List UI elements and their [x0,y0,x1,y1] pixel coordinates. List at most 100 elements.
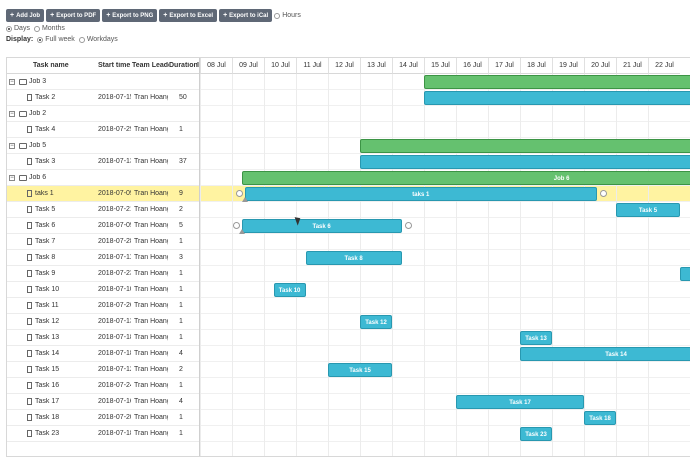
export-ical-button[interactable]: +Export to iCal [219,9,273,22]
radio-icon[interactable] [33,25,40,32]
row-name: taks 1 [35,190,54,197]
row-team-leader: Tran Hoang Anh [134,254,168,261]
scale-hours-option[interactable]: Hours [274,12,301,19]
timeline-row [200,282,690,298]
collapse-toggle-icon[interactable]: − [9,111,15,117]
collapse-toggle-icon[interactable]: − [9,175,15,181]
day-column [456,58,488,456]
project-row[interactable]: −Job 3 [7,74,199,90]
timeline-row [200,74,690,90]
display-full-week-option[interactable]: Full week [37,36,75,43]
project-bar[interactable] [424,75,690,89]
task-bar[interactable]: Task 17 [456,395,584,409]
export-pdf-button[interactable]: +Export to PDF [46,9,101,22]
task-bar[interactable]: Task 8 [305,251,402,265]
task-bar[interactable]: taks 1 [244,187,597,201]
task-bar[interactable]: Task 6 [241,219,402,233]
column-duration[interactable]: Duration [169,62,197,69]
grid-divider[interactable] [199,58,200,456]
radio-icon[interactable] [274,12,281,19]
task-bar[interactable]: Task 15 [328,363,392,377]
row-start-time: 2018-07-26 [98,302,131,309]
task-bar[interactable] [424,91,690,105]
day-column [200,58,232,456]
task-bar[interactable]: Task 10 [273,283,306,297]
row-start-time: 2018-07-11 [98,254,131,261]
column-start-time[interactable]: Start time [98,62,131,69]
column-team-leader[interactable]: Team Leader [132,62,169,69]
task-bar[interactable] [680,267,690,281]
radio-icon[interactable] [6,25,12,32]
radio-icon[interactable] [37,36,44,43]
row-name: Task 23 [35,430,60,437]
toolbar: +Add Job +Export to PDF +Export to PNG +… [6,9,305,22]
row-team-leader: Tran Hoang Anh [134,318,168,325]
task-bar[interactable]: Task 23 [520,427,552,441]
link-end-handle[interactable] [404,222,412,229]
timeline-row [200,362,690,378]
file-icon [27,430,32,437]
scale-months-option[interactable]: Months [33,25,65,32]
row-team-leader: Tran Hoang Anh [134,94,168,101]
timeline-row [200,410,690,426]
row-name: Job 5 [29,142,47,149]
progress-drag-icon[interactable] [241,197,248,202]
link-start-handle[interactable] [232,222,240,229]
grid-header: Task name Start time Team Leader Duratio… [7,58,199,74]
day-header: 08 Jul [200,58,232,74]
task-bar[interactable]: Task 13 [520,331,552,345]
progress-drag-icon[interactable] [238,229,245,234]
timeline-row [200,314,690,330]
task-bar[interactable]: Task 5 [616,203,680,217]
collapse-toggle-icon[interactable]: − [9,79,15,85]
file-icon [27,350,32,357]
project-row[interactable]: −Job 6 [7,170,199,186]
link-start-handle[interactable] [235,190,243,197]
project-bar[interactable]: Job 6 [241,171,690,185]
row-name: Task 16 [35,382,60,389]
timeline-row [200,426,690,442]
link-end-handle[interactable] [599,190,607,197]
row-duration: 2 [179,366,183,373]
task-bar[interactable]: Task 14 [520,347,690,361]
project-row[interactable]: −Job 2 [7,106,199,122]
export-excel-button[interactable]: +Export to Excel [159,9,218,22]
column-extra[interactable]: I [197,62,199,69]
day-header: 21 Jul [616,58,648,74]
day-header: 10 Jul [264,58,296,74]
task-bar[interactable]: Task 18 [584,411,616,425]
task-bar[interactable] [360,155,690,169]
day-header: 22 Jul [648,58,680,74]
day-column [232,58,264,456]
project-bar[interactable] [360,139,690,153]
column-task-name[interactable]: Task name [33,62,69,69]
task-bar[interactable]: Task 12 [360,315,392,329]
add-job-button[interactable]: +Add Job [6,9,45,22]
display-workdays-option[interactable]: Workdays [78,36,118,43]
export-png-button[interactable]: +Export to PNG [102,9,158,22]
radio-icon[interactable] [78,36,85,43]
project-row[interactable]: − Job 5 [7,138,199,154]
row-team-leader: Tran Hoang Anh [134,334,168,341]
collapse-toggle-icon[interactable]: − [9,143,15,149]
scale-days-option[interactable]: Days [6,25,30,32]
